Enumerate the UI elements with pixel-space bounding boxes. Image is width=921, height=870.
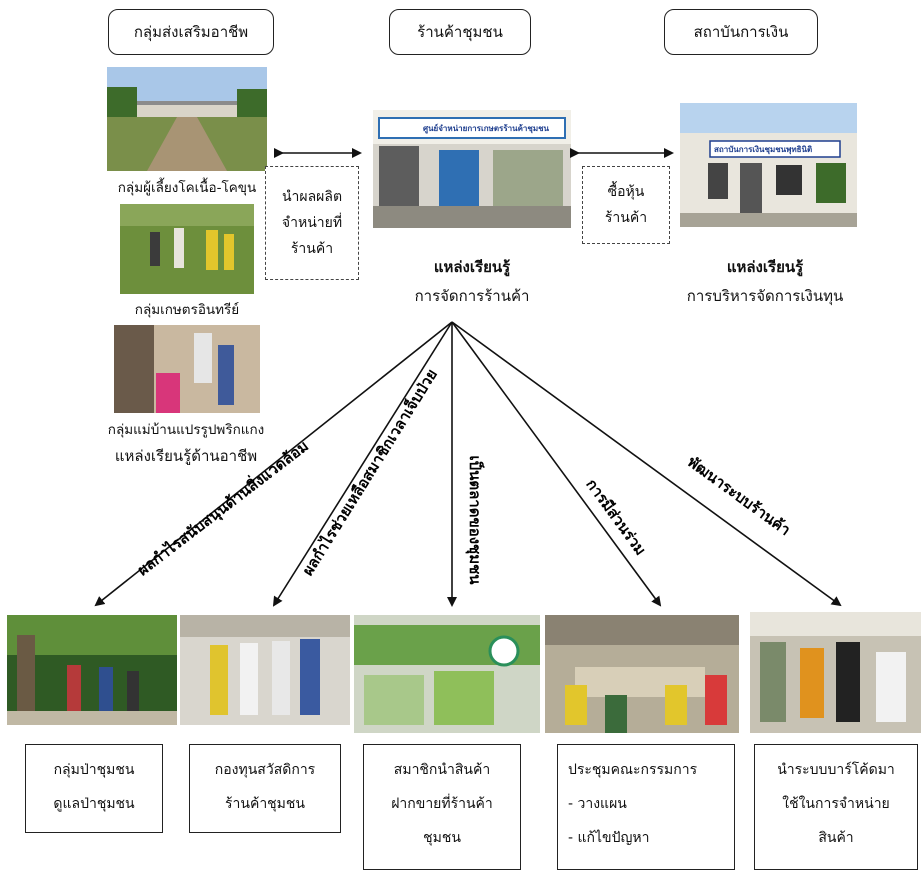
community-store-label: ร้านค้าชุมชน [417, 23, 503, 41]
output-forest-line-2: ดูแลป่าชุมชน [53, 796, 135, 812]
sell-produce-line-3: ร้านค้า [290, 241, 334, 257]
career-promotion-box: กลุ่มส่งเสริมอาชีพ [108, 9, 274, 55]
career-promotion-label: กลุ่มส่งเสริมอาชีพ [133, 23, 249, 41]
output-box-forest: กลุ่มป่าชุมชน ดูแลป่าชุมชน [25, 744, 163, 833]
output-box-meeting: ประชุมคณะกรรมการ - วางแผน - แก้ไขปัญหา [557, 744, 735, 870]
financial-institution-label: สถาบันการเงิน [693, 23, 789, 41]
output-welfare-line-1: กองทุนสวัสดิการ [214, 762, 316, 778]
arrow-to-forest [94, 321, 453, 607]
output-welfare-line-2: ร้านค้าชุมชน [225, 796, 305, 812]
cattle-group-photo [107, 67, 267, 171]
sell-produce-line-2: จำหน่ายที่ [281, 215, 343, 231]
arrow-label-store-system: พัฒนาระบบร้านค้า [684, 453, 794, 540]
output-meeting-line-3: - แก้ไขปัญหา [568, 830, 650, 846]
buy-shares-box: ซื้อหุ้น ร้านค้า [582, 166, 670, 244]
buy-shares-line-2: ร้านค้า [604, 210, 648, 226]
store-learning-subtitle: การจัดการร้านค้า [414, 287, 530, 305]
output-market-line-2: ฝากขายที่ร้านค้า [391, 796, 493, 812]
community-store-photo: ศูนย์จำหน่ายการเกษตรร้านค้าชุมชน [373, 110, 571, 228]
committee-meeting-photo [545, 615, 739, 733]
output-box-barcode: นำระบบบาร์โค้ดมา ใช้ในการจำหน่าย สินค้า [754, 744, 918, 870]
finance-learning-title: แหล่งเรียนรู้ [726, 258, 804, 276]
output-meeting-line-2: - วางแผน [568, 796, 627, 812]
financial-institution-box: สถาบันการเงิน [664, 9, 818, 55]
consignment-goods-photo [354, 615, 540, 733]
organic-farming-photo [120, 204, 254, 294]
cattle-group-caption: กลุ่มผู้เลี้ยงโคเนื้อ-โคขุน [117, 180, 257, 196]
sell-produce-box: นำผลผลิต จำหน่ายที่ ร้านค้า [265, 166, 359, 280]
welfare-fund-photo [180, 615, 350, 725]
output-forest-line-1: กลุ่มป่าชุมชน [53, 762, 135, 778]
barcode-system-photo [750, 612, 921, 733]
financial-institution-photo: สถาบันการเงินชุมชนพุทธินิติ [680, 103, 857, 227]
output-meeting-line-1: ประชุมคณะกรรมการ [568, 762, 698, 778]
career-learning-summary: แหล่งเรียนรู้ด้านอาชีพ [114, 447, 258, 465]
buy-shares-line-1: ซื้อหุ้น [607, 184, 645, 200]
output-box-welfare: กองทุนสวัสดิการ ร้านค้าชุมชน [189, 744, 341, 833]
arrow-to-meeting [451, 321, 662, 607]
output-market-line-3: ชุมชน [423, 830, 461, 846]
organic-farming-caption: กลุ่มเกษตรอินทรีย์ [134, 302, 240, 318]
community-store-box: ร้านค้าชุมชน [389, 9, 531, 55]
store-sign-text: ศูนย์จำหน่ายการเกษตรร้านค้าชุมชน [423, 124, 550, 133]
chili-paste-caption: กลุ่มแม่บ้านแปรรูปพริกแกง [107, 422, 265, 438]
store-learning-title: แหล่งเรียนรู้ [433, 258, 511, 276]
output-box-market: สมาชิกนำสินค้า ฝากขายที่ร้านค้า ชุมชน [363, 744, 521, 870]
finance-sign-text: สถาบันการเงินชุมชนพุทธินิติ [714, 145, 813, 154]
sell-produce-line-1: นำผลผลิต [281, 189, 343, 205]
output-market-line-1: สมาชิกนำสินค้า [393, 762, 491, 778]
output-barcode-line-2: ใช้ในการจำหน่าย [782, 796, 890, 812]
arrow-label-illness-aid: ผลกำไรช่วยเหลือสมาชิกเวลาเจ็บป่วย [298, 365, 441, 578]
arrow-to-welfare [272, 321, 453, 607]
finance-learning-subtitle: การบริหารจัดการเงินทุน [686, 287, 844, 305]
output-barcode-line-3: สินค้า [818, 830, 854, 846]
chili-paste-group-photo [114, 325, 260, 413]
output-barcode-line-1: นำระบบบาร์โค้ดมา [777, 762, 895, 778]
community-forest-photo [7, 615, 177, 725]
arrow-label-environment: ผลกำไรสนับสนุนด้านสิ่งแวดล้อม [133, 435, 313, 580]
arrow-to-barcode [451, 321, 842, 607]
arrow-label-community-market: เป็นตลาดของชุมชน [465, 455, 485, 585]
